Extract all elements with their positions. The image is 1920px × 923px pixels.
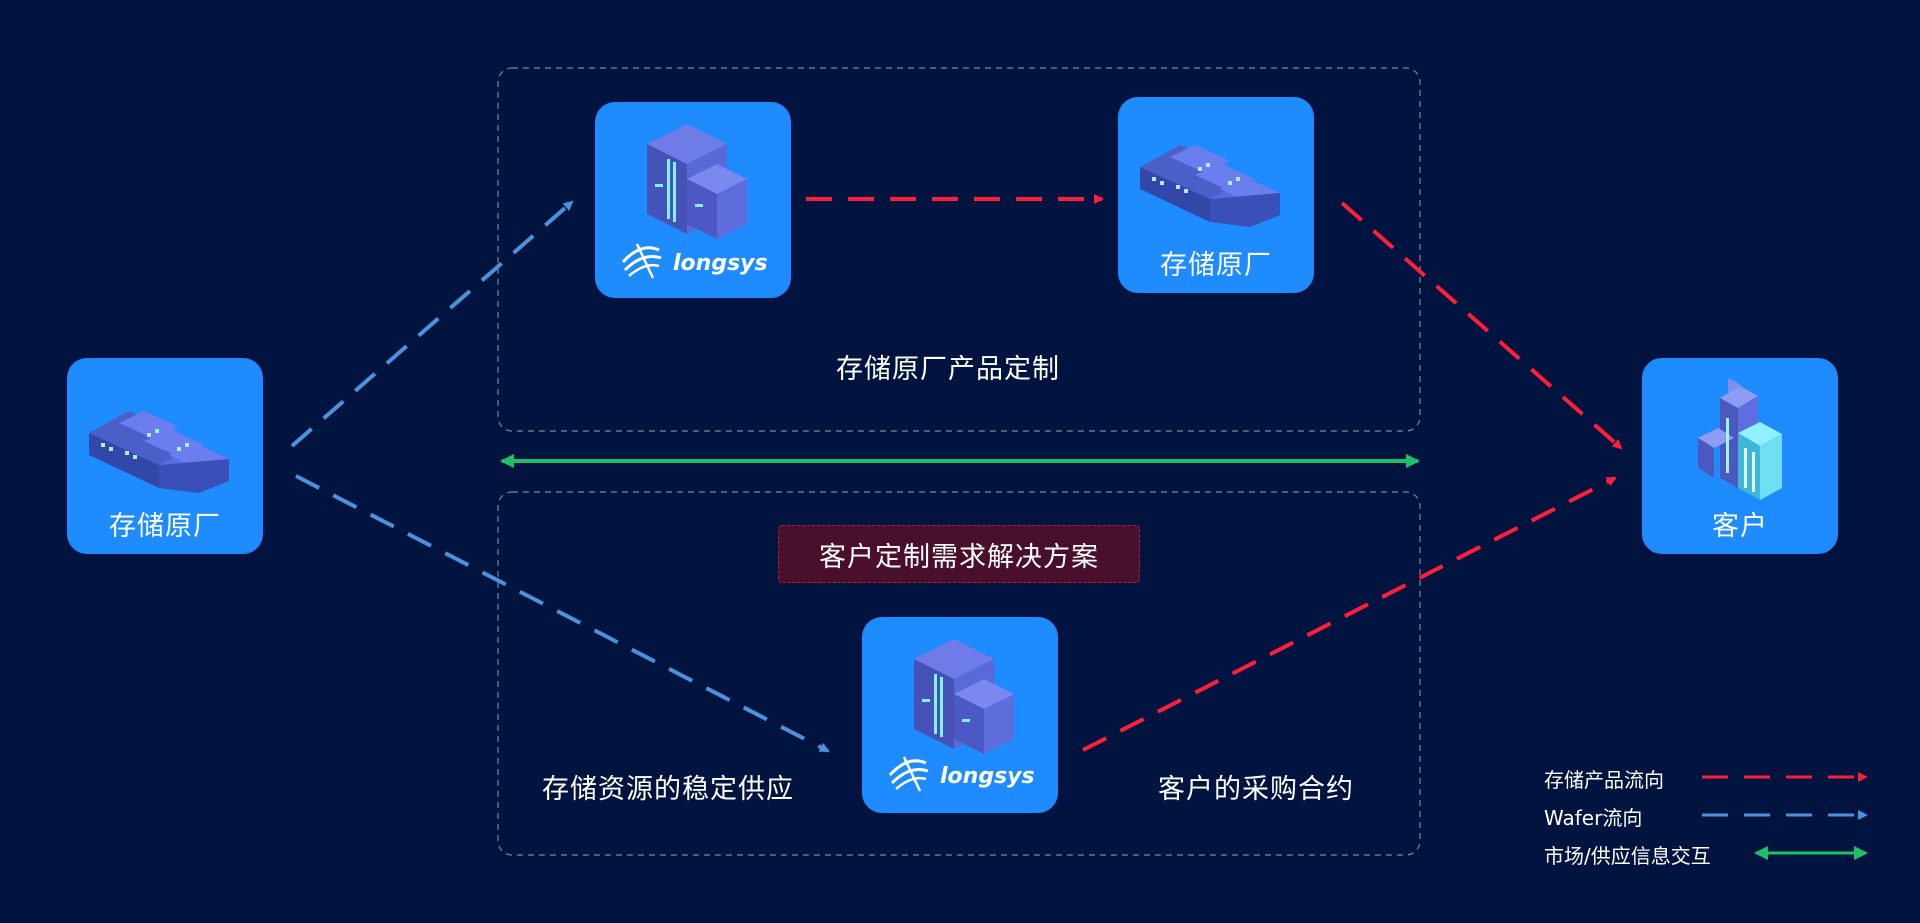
supply-caption: 存储资源的稳定供应 bbox=[542, 774, 794, 805]
factory-icon bbox=[1140, 145, 1280, 227]
legend-wafer-flow-label: Wafer流向 bbox=[1544, 806, 1643, 830]
customer-node: 客户 bbox=[1642, 358, 1838, 554]
longsys-node-top: longsys bbox=[595, 102, 791, 298]
longsys-logo-text: longsys bbox=[940, 764, 1035, 789]
customer-label: 客户 bbox=[1712, 511, 1768, 542]
factory-label: 存储原厂 bbox=[109, 511, 221, 542]
top-region-caption: 存储原厂产品定制 bbox=[836, 354, 1060, 385]
wafer-flow-top-arrow bbox=[290, 200, 574, 448]
top-region-frame bbox=[497, 67, 1421, 432]
longsys-logo-text: longsys bbox=[673, 251, 768, 276]
product-flow-bottom-arrow bbox=[1082, 476, 1617, 752]
longsys-logo-mark bbox=[888, 756, 929, 792]
factory-label: 存储原厂 bbox=[1160, 250, 1272, 281]
data-center-icon bbox=[621, 124, 747, 279]
storage-manufacturer-node-left: 存储原厂 bbox=[67, 358, 263, 554]
legend-info-exchange-label: 市场/供应信息交互 bbox=[1544, 844, 1711, 868]
building-icon bbox=[1698, 378, 1782, 500]
product-flow-right-arrow bbox=[1340, 201, 1623, 450]
longsys-logo-mark bbox=[621, 243, 662, 279]
legend-product-flow-label: 存储产品流向 bbox=[1544, 768, 1664, 792]
data-center-icon bbox=[888, 639, 1014, 792]
contract-caption: 客户的采购合约 bbox=[1158, 774, 1354, 805]
bottom-region-frame bbox=[497, 491, 1421, 856]
factory-icon bbox=[89, 411, 229, 493]
longsys-node-bottom: longsys bbox=[862, 617, 1058, 813]
wafer-flow-bottom-arrow bbox=[295, 474, 830, 753]
solution-badge: 客户定制需求解决方案 bbox=[778, 525, 1140, 583]
storage-manufacturer-node-top: 存储原厂 bbox=[1118, 97, 1314, 293]
